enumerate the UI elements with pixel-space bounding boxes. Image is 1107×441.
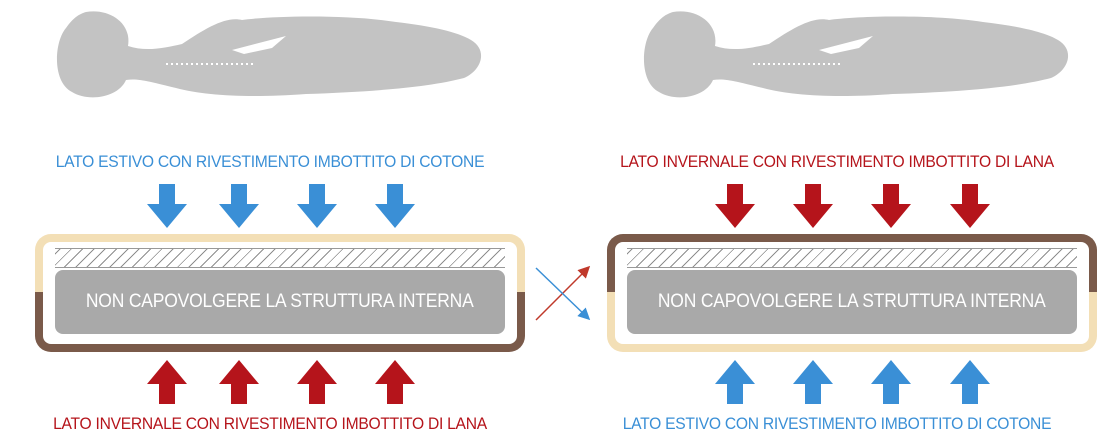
arrow-down-icon xyxy=(375,184,415,228)
person-silhouette-icon xyxy=(46,6,486,106)
swap-cross-icon xyxy=(535,265,591,321)
arrow-down-icon xyxy=(793,184,833,228)
arrow-up-icon xyxy=(297,360,337,404)
arrow-up-icon xyxy=(375,360,415,404)
arrow-down-icon xyxy=(950,184,990,228)
arrow-down-icon xyxy=(147,184,187,228)
arrow-up-icon xyxy=(950,360,990,404)
cover-bottom-cotton xyxy=(607,292,1097,352)
panel-left-mattress-summer-up: LATO ESTIVO CON RIVESTIMENTO IMBOTTITO D… xyxy=(0,0,540,441)
arrow-up-icon xyxy=(219,360,259,404)
inner-core: NON CAPOVOLGERE LA STRUTTURA INTERNA xyxy=(55,270,505,334)
arrow-down-icon xyxy=(297,184,337,228)
inner-core: NON CAPOVOLGERE LA STRUTTURA INTERNA xyxy=(627,270,1077,334)
bottom-caption-summer: LATO ESTIVO CON RIVESTIMENTO IMBOTTITO D… xyxy=(622,414,1052,433)
bottom-caption-winter: LATO INVERNALE CON RIVESTIMENTO IMBOTTIT… xyxy=(53,414,487,433)
arrow-down-icon xyxy=(871,184,911,228)
core-label: NON CAPOVOLGERE LA STRUTTURA INTERNA xyxy=(658,291,1046,312)
arrows-down-winter xyxy=(567,184,1107,232)
cover-top-wool xyxy=(607,234,1097,294)
spring-layer xyxy=(55,248,505,268)
arrow-up-icon xyxy=(715,360,755,404)
arrows-down-summer xyxy=(0,184,540,232)
core-label: NON CAPOVOLGERE LA STRUTTURA INTERNA xyxy=(86,291,474,312)
top-caption-summer: LATO ESTIVO CON RIVESTIMENTO IMBOTTITO D… xyxy=(55,152,485,171)
cover-bottom-wool xyxy=(35,292,525,352)
arrow-down-icon xyxy=(219,184,259,228)
person-silhouette-icon xyxy=(633,6,1073,106)
panel-right-mattress-winter-up: LATO INVERNALE CON RIVESTIMENTO IMBOTTIT… xyxy=(567,0,1107,441)
arrows-up-winter xyxy=(0,360,540,408)
arrow-up-icon xyxy=(147,360,187,404)
spring-layer xyxy=(627,248,1077,268)
top-caption-winter: LATO INVERNALE CON RIVESTIMENTO IMBOTTIT… xyxy=(620,152,1054,171)
arrows-up-summer xyxy=(567,360,1107,408)
arrow-down-icon xyxy=(715,184,755,228)
cover-top-cotton xyxy=(35,234,525,294)
arrow-up-icon xyxy=(871,360,911,404)
arrow-up-icon xyxy=(793,360,833,404)
